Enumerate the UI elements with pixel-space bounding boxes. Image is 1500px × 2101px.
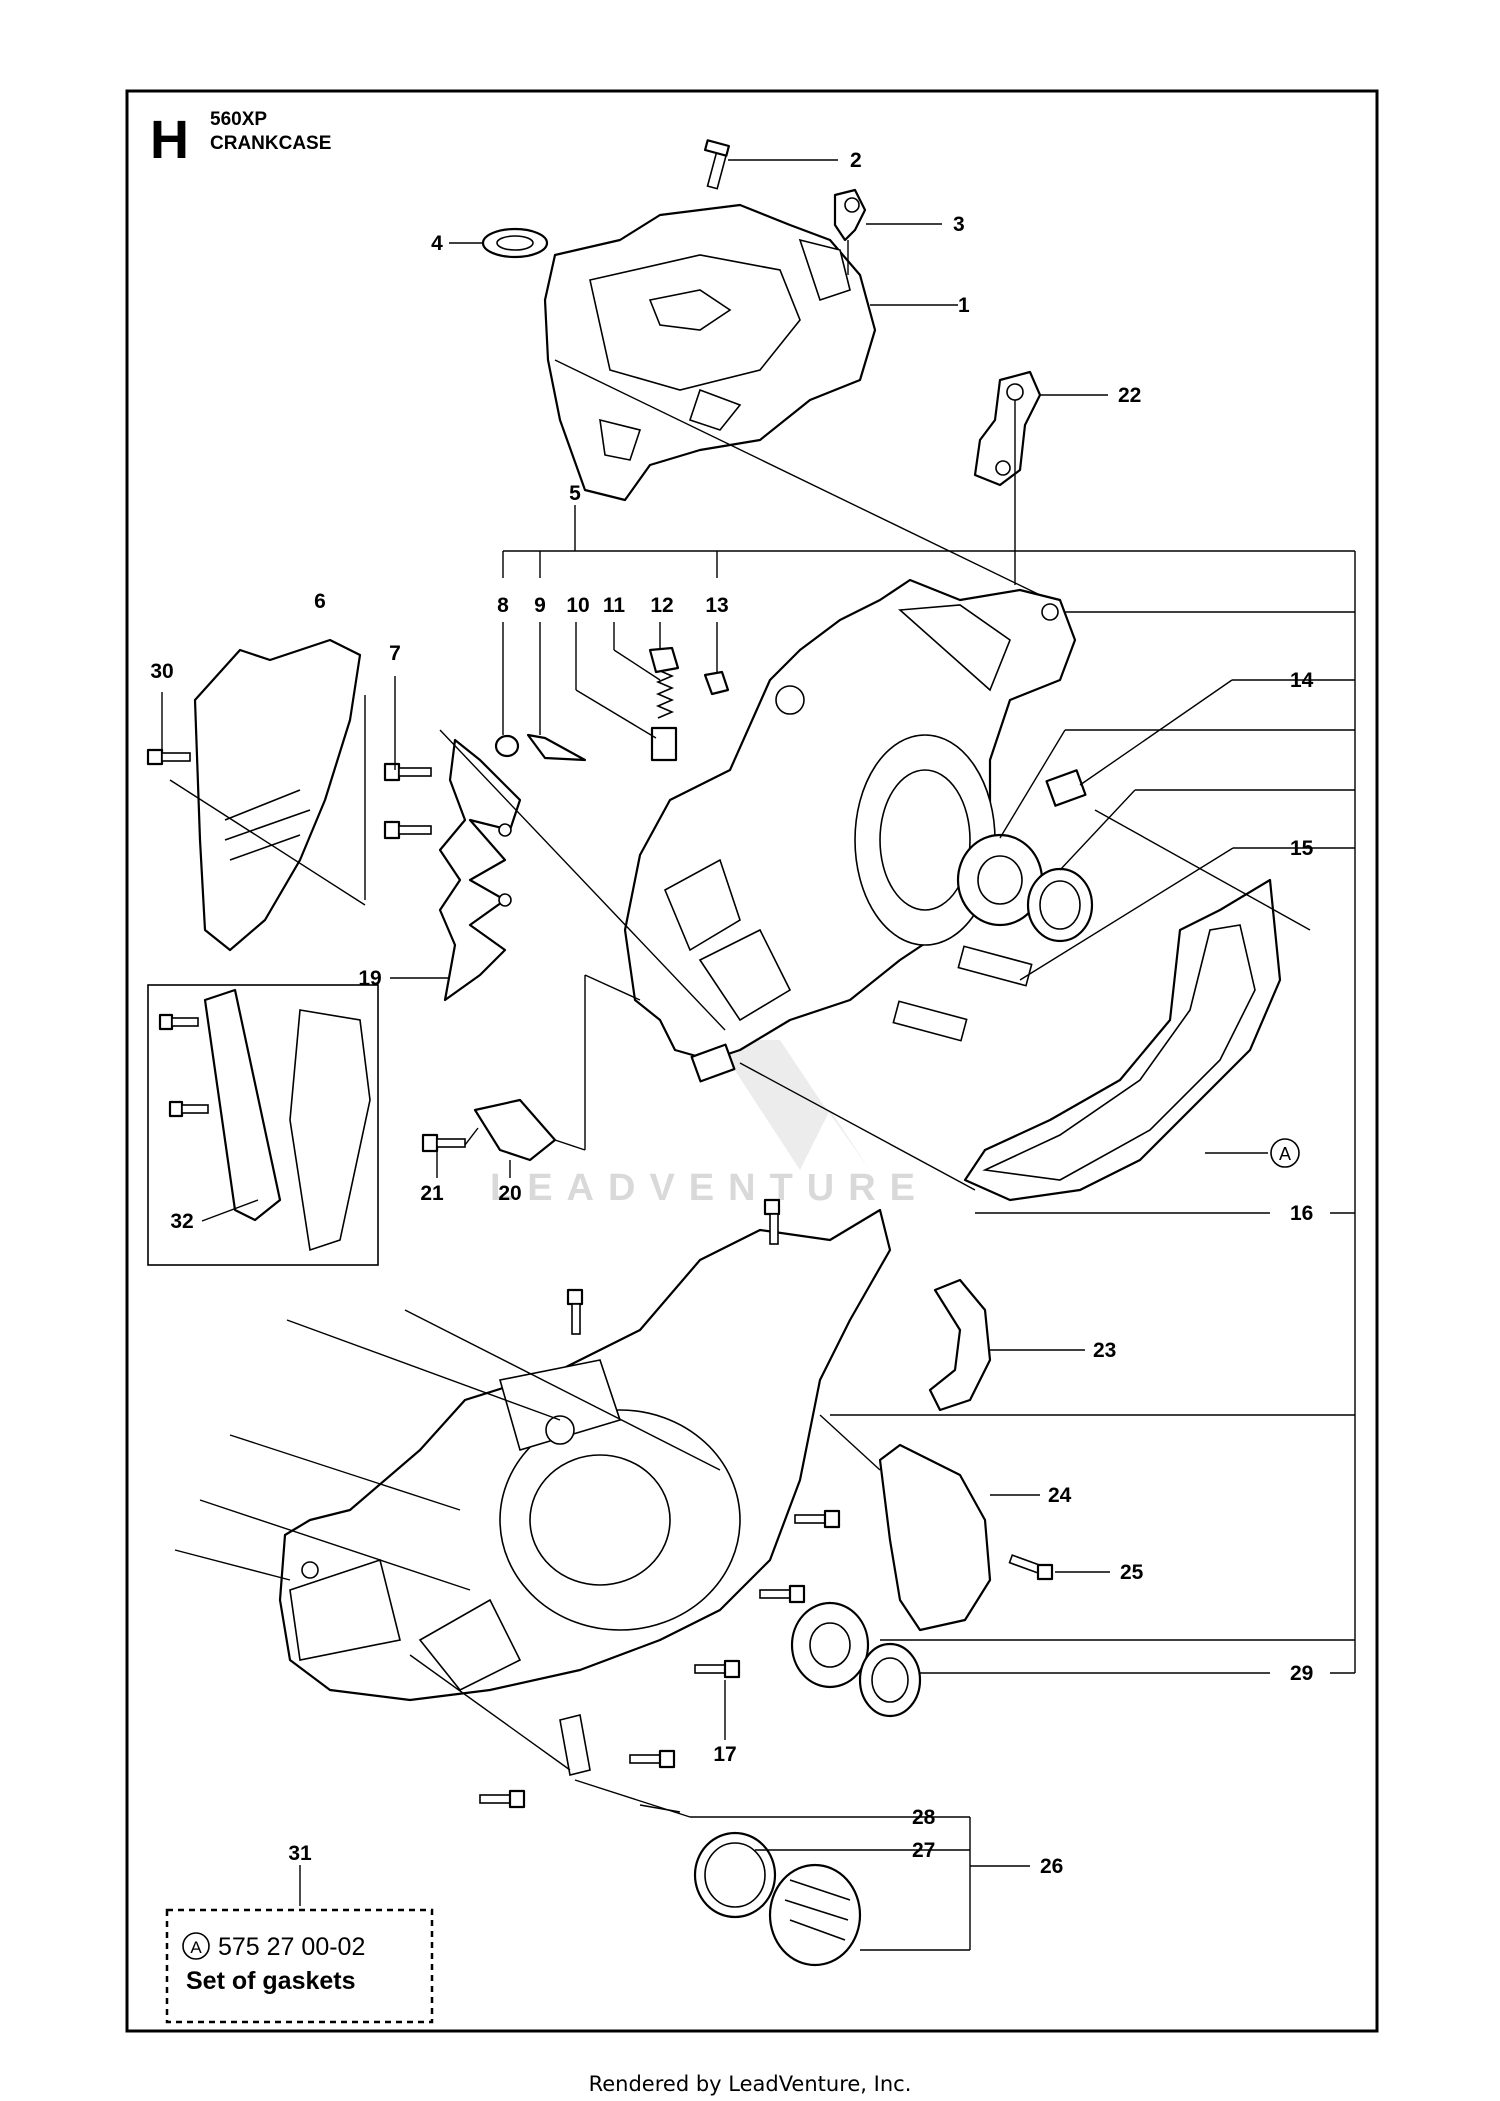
callout-24: 24 — [1048, 1484, 1072, 1507]
diagram-frame — [125, 89, 1379, 2033]
screw-part-25 — [1036, 1563, 1054, 1581]
parts-20-21 — [421, 1098, 557, 1162]
callout-12: 12 — [650, 594, 673, 617]
sleeve-part-14 — [1045, 769, 1087, 807]
section-letter: H — [150, 110, 189, 170]
tank-cap-group — [559, 1714, 862, 1967]
plate-part-20 — [473, 1098, 557, 1162]
bumper-spike-part-19 — [438, 738, 522, 1002]
callout-14: 14 — [1290, 669, 1314, 692]
callout-29: 29 — [1290, 1662, 1313, 1685]
upper-crankcase-housing — [543, 203, 877, 502]
gasket-box-symbol: A — [190, 1938, 202, 1957]
model-number: 560XP — [210, 109, 267, 130]
gasket-part-number: 575 27 00-02 — [218, 1933, 365, 1961]
callout-28: 28 — [912, 1806, 936, 1829]
callout-20: 20 — [498, 1182, 521, 1205]
callout-7: 7 — [389, 642, 401, 665]
callout-32: 32 — [170, 1210, 193, 1233]
callout-17: 17 — [713, 1743, 736, 1766]
chain-guard-part-6 — [169, 638, 366, 952]
clip-part-23 — [928, 1278, 992, 1412]
callout-31: 31 — [288, 1842, 312, 1865]
callout-15: 15 — [1290, 837, 1314, 860]
callout-6: 6 — [314, 590, 326, 613]
gasket-description: Set of gaskets — [186, 1967, 356, 1995]
callout-1: 1 — [958, 294, 970, 317]
block-part-10 — [650, 726, 678, 762]
plug-part-8 — [494, 734, 520, 758]
callout-22: 22 — [1118, 384, 1141, 407]
grommet-part-4 — [481, 227, 549, 259]
bearing-seal-group — [690, 769, 1094, 1083]
callout-26: 26 — [1040, 1855, 1063, 1878]
gasket-part-16 — [963, 878, 1282, 1202]
leader-lines — [161, 159, 1356, 1951]
gasket-reference-marker: A — [1270, 1138, 1300, 1168]
callout-4: 4 — [431, 232, 443, 255]
callout-labels: 1 2 3 4 5 6 7 8 9 10 11 12 13 14 15 16 1… — [150, 149, 1313, 1878]
cover-part-24 — [878, 1443, 992, 1632]
inset-box-part-32 — [147, 984, 379, 1266]
crankcase-half-main — [623, 578, 1077, 1062]
callout-3: 3 — [953, 213, 965, 236]
callout-16: 16 — [1290, 1202, 1313, 1225]
callout-27: 27 — [912, 1839, 935, 1862]
callout-21: 21 — [420, 1182, 444, 1205]
callout-9: 9 — [534, 594, 546, 617]
watermark-text: LEADVENTURE — [490, 1167, 929, 1209]
callout-25: 25 — [1120, 1561, 1144, 1584]
watermark: LEADVENTURE — [490, 1040, 929, 1209]
gasket-reference-symbol: A — [1279, 1144, 1291, 1164]
damper-part-12 — [648, 646, 680, 674]
callout-30: 30 — [150, 660, 173, 683]
spring-part-11 — [655, 669, 675, 719]
nipple-part-13 — [703, 670, 730, 696]
callout-2: 2 — [850, 149, 862, 172]
gasket-set-box: A 575 27 00-02 Set of gaskets — [165, 1908, 434, 2024]
footer-credit: Rendered by LeadVenture, Inc. — [588, 2072, 912, 2096]
screw-part-2 — [703, 139, 731, 190]
callout-13: 13 — [705, 594, 728, 617]
callout-8: 8 — [497, 594, 509, 617]
small-parts-8-13 — [494, 646, 730, 762]
screw-part-30 — [146, 748, 191, 766]
lower-bearing-seal — [790, 1601, 922, 1718]
cap-part-26 — [768, 1863, 862, 1967]
parts-23-24-25 — [878, 1278, 1054, 1632]
lower-screws — [479, 1198, 841, 1809]
bracket-part-22 — [973, 370, 1042, 487]
callout-11: 11 — [603, 594, 626, 617]
pin-part-9 — [526, 733, 587, 762]
clip-part-3 — [833, 188, 867, 275]
screws-part-7 — [383, 762, 432, 840]
section-title: CRANKCASE — [210, 133, 331, 154]
callout-23: 23 — [1093, 1339, 1116, 1362]
screw-part-21 — [421, 1133, 439, 1153]
callout-10: 10 — [566, 594, 589, 617]
callout-5: 5 — [569, 482, 581, 505]
callout-19: 19 — [358, 967, 381, 990]
